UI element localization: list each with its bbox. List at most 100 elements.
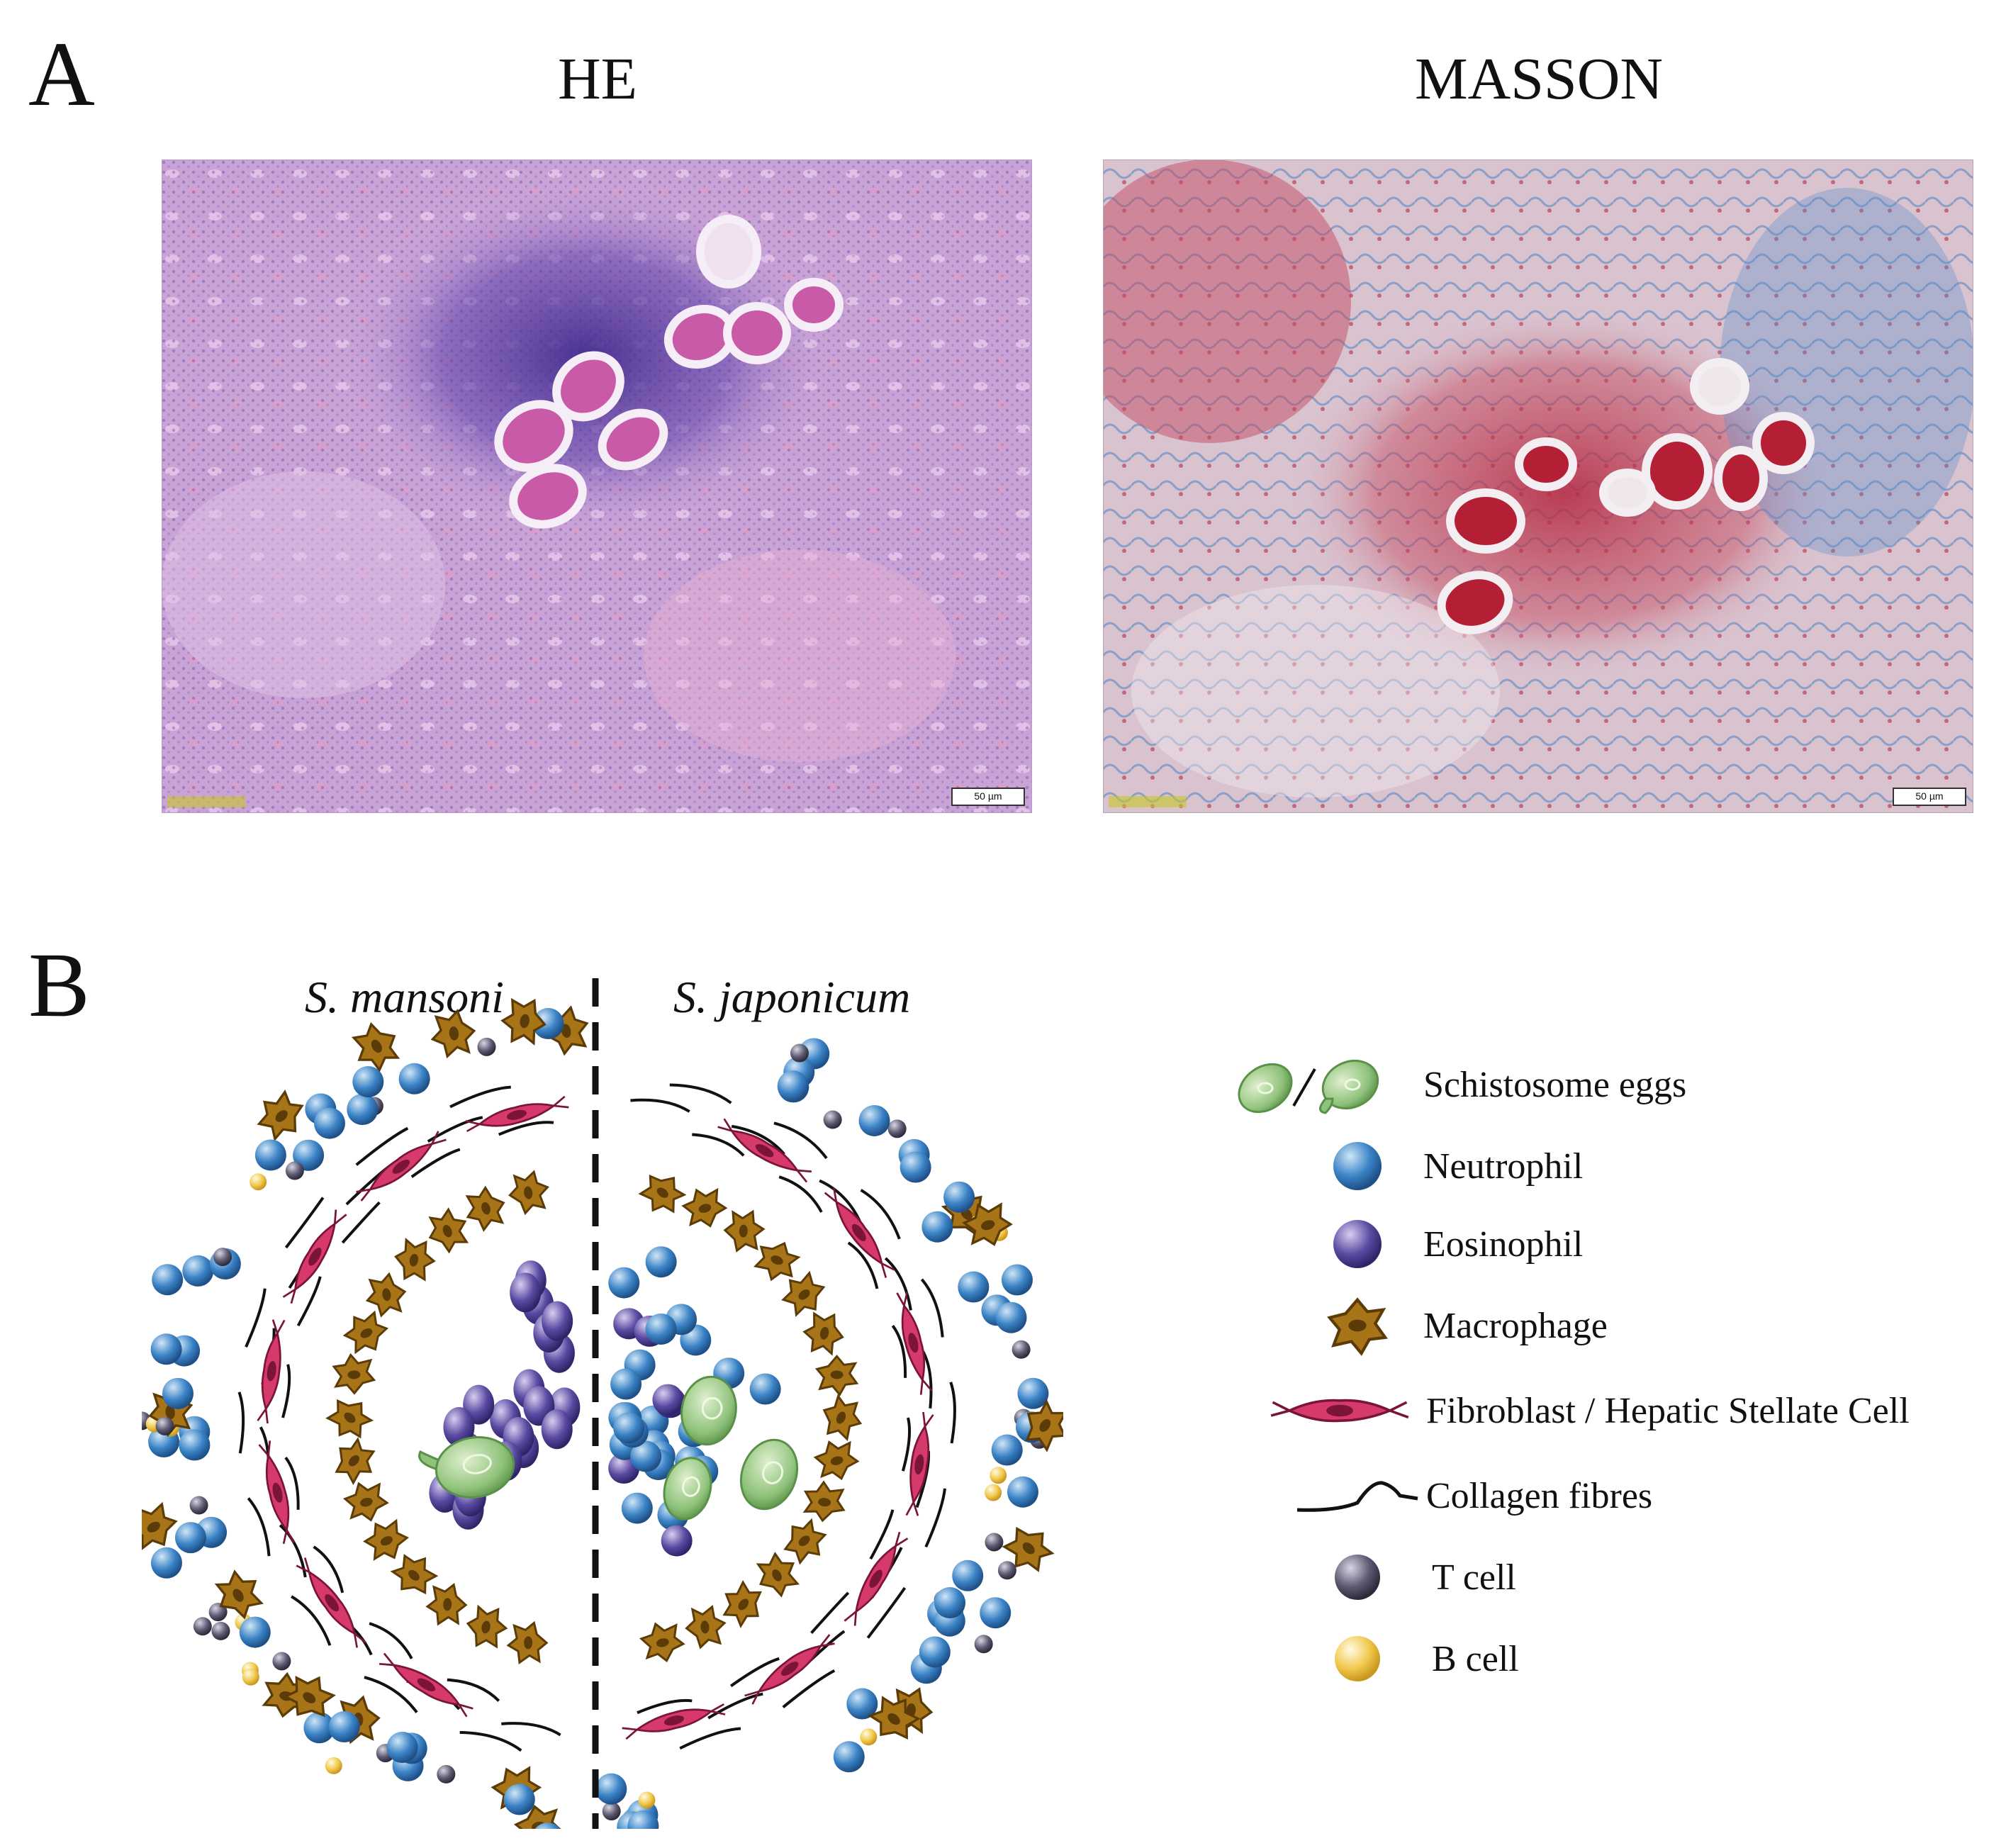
neutrophil-cell (352, 1066, 384, 1098)
macrophage-cell (122, 1496, 184, 1557)
legend: Schistosome eggs Neutrophil Eosinophil M… (1226, 1049, 1971, 1701)
legend-item-eosinophil: Eosinophil (1226, 1209, 1971, 1279)
legend-item-macrophage: Macrophage (1226, 1287, 1971, 1365)
granuloma-diagram (122, 978, 1077, 1848)
b-cell (325, 1757, 342, 1774)
legend-label-fibroblast: Fibroblast / Hepatic Stellate Cell (1426, 1391, 1910, 1431)
fibroblast-cell (841, 1528, 911, 1629)
macrophage-cell (341, 1477, 391, 1526)
neutrophil-cell (991, 1434, 1023, 1466)
eosinophil-icon (1333, 1220, 1382, 1268)
granuloma-drawing (122, 978, 1077, 1848)
legend-label-eggs: Schistosome eggs (1423, 1065, 1687, 1105)
neutrophil-cell (254, 1139, 286, 1171)
collagen-fibre (920, 1278, 944, 1338)
fibroblast-cell (353, 1128, 449, 1205)
macrophage-cell (250, 1084, 313, 1147)
he-micrograph-drawing (162, 159, 1032, 813)
neutrophil-cell (630, 1440, 662, 1472)
collagen-fibre (778, 1175, 823, 1213)
neutrophil-cell (846, 1688, 878, 1720)
macrophage-cell (634, 1165, 691, 1222)
neutrophil-cell (182, 1255, 214, 1287)
masson-caption-chip (1109, 796, 1187, 807)
neutrophil-cell (777, 1070, 809, 1102)
neutrophil-cell (900, 1151, 931, 1183)
collagen-fibre (447, 1678, 500, 1702)
legend-label-bcell: B cell (1432, 1639, 1519, 1679)
collagen-fibre (341, 1201, 381, 1244)
neutrophil-cell (995, 1301, 1027, 1333)
legend-label-collagen: Collagen fibres (1426, 1476, 1653, 1516)
neutrophil-cell (1017, 1377, 1049, 1409)
t-cell (997, 1561, 1016, 1580)
collagen-fibre (501, 1722, 561, 1737)
collagen-fibre (731, 1124, 785, 1155)
macrophage-cell (338, 1305, 394, 1360)
left-species-label: S. mansoni (305, 972, 504, 1022)
legend-item-tcell: T cell (1226, 1542, 1971, 1613)
neutrophil-cell (313, 1107, 345, 1139)
macrophage-cell (422, 1204, 474, 1258)
macrophage-cell (507, 1621, 548, 1664)
macrophage-cell (459, 1182, 511, 1235)
t-cell (189, 1496, 208, 1515)
t-cell-icon (1335, 1555, 1380, 1600)
collagen-fibre (921, 1350, 933, 1409)
collagen-fibre (284, 1197, 325, 1249)
collagen-fibre (891, 1325, 907, 1378)
egg-miracidium (462, 1454, 492, 1474)
macrophage-cell (800, 1309, 848, 1358)
collagen-fibre (860, 1189, 901, 1240)
neutrophil-cell (645, 1246, 677, 1278)
collagen-fibre (866, 1586, 907, 1639)
collagen-fibre-icon (1296, 1481, 1418, 1512)
collagen-fibre (427, 1116, 483, 1143)
fibroblast-cell (254, 1317, 288, 1426)
fibroblast-cell (293, 1555, 371, 1651)
collagen-fibre (924, 1488, 946, 1548)
neutrophil-cell (952, 1559, 984, 1591)
collagen-fibre (364, 1676, 418, 1713)
egg-miracidium (762, 1461, 784, 1484)
fibroblast-cell (715, 1116, 814, 1186)
macrophage-cell (684, 1605, 727, 1650)
neutrophil-cell (347, 1094, 379, 1126)
neutrophil-cell (1007, 1476, 1038, 1508)
schistosome-eggs-icon (1238, 1059, 1379, 1114)
collagen-fibre (284, 1456, 300, 1510)
t-cell (974, 1635, 993, 1654)
macrophage-cell (506, 1169, 552, 1216)
collagen-fibre (449, 1085, 511, 1109)
neutrophil-cell (152, 1264, 184, 1296)
macrophage-cell (749, 1234, 804, 1288)
macrophage-cell (814, 1391, 868, 1445)
b-cell (638, 1791, 656, 1809)
neutrophil-cell (610, 1368, 642, 1400)
collagen-fibre (410, 1148, 461, 1178)
collagen-fibre (279, 1524, 307, 1578)
neutrophil-cell (921, 1211, 953, 1243)
collagen-fibre (884, 1257, 912, 1311)
schistosome-egg (435, 1436, 515, 1499)
t-cell (193, 1617, 212, 1636)
egg-miracidium (682, 1476, 700, 1497)
b-cell (860, 1728, 878, 1746)
b-cell (990, 1467, 1007, 1484)
collagen-fibre (669, 1083, 732, 1104)
macrophage-cell (812, 1435, 862, 1485)
macrophage-cell (345, 1016, 407, 1077)
collagen-fibre (782, 1669, 836, 1708)
collagen-fibre (707, 1692, 763, 1720)
collagen-fibre (679, 1727, 741, 1750)
collagen-fibre (369, 1622, 413, 1659)
neutrophil-cell (503, 1783, 535, 1815)
macrophage-cell (802, 1479, 848, 1524)
macrophage-cell (463, 1603, 510, 1652)
macrophage-cell (325, 1432, 383, 1490)
t-cell (823, 1110, 842, 1129)
panel-a-letter: A (28, 23, 95, 125)
he-caption-chip (167, 796, 245, 807)
collagen-fibre (630, 1098, 690, 1113)
t-cell (602, 1802, 621, 1821)
